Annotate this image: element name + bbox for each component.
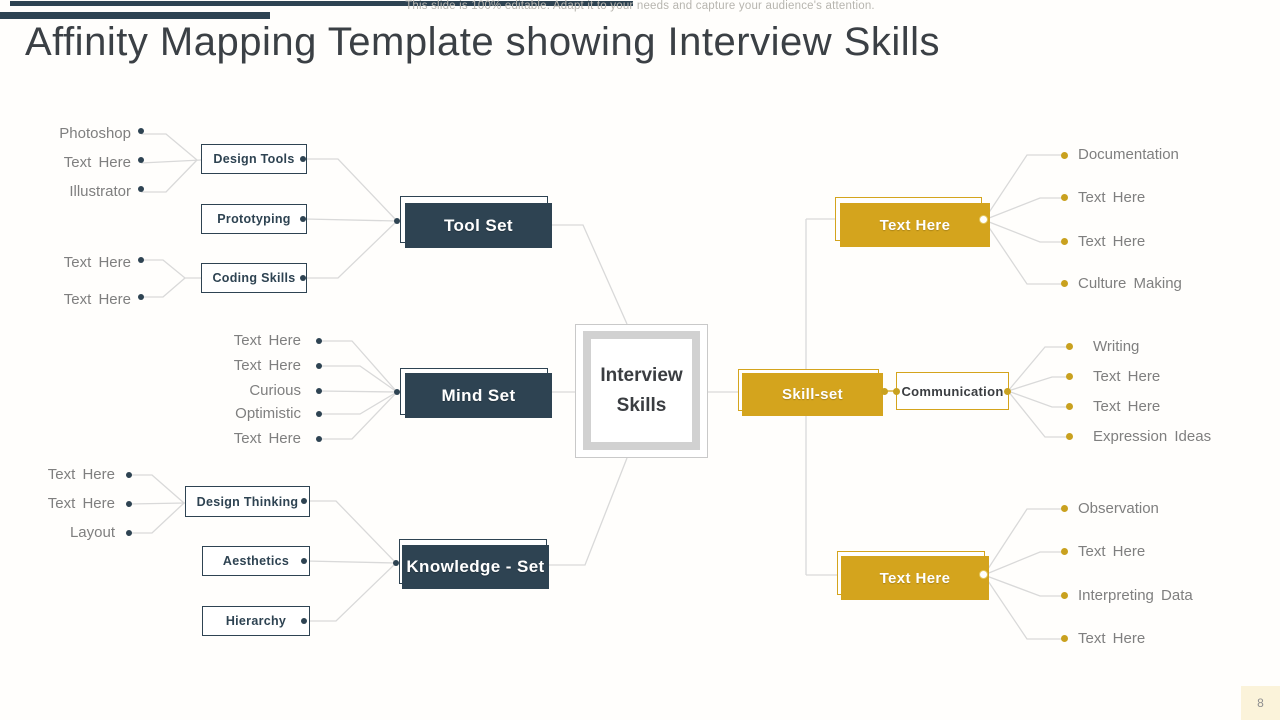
connector-dot (301, 498, 307, 504)
connector-dot (126, 472, 132, 478)
connector-dot (394, 218, 400, 224)
leaf-label: Text Here (63, 154, 131, 171)
leaf-label: Text Here (1078, 189, 1146, 206)
leaf-label: Curious (249, 382, 301, 399)
leaf-label: Text Here (1078, 543, 1146, 560)
node-label: Design Tools (213, 152, 295, 166)
connector-dot (1061, 280, 1068, 287)
connector-dot (1061, 548, 1068, 555)
node-right-top: Text Here (840, 203, 990, 247)
connector-dot (126, 530, 132, 536)
leaf-label: Layout (69, 524, 115, 541)
connector-dot (1061, 194, 1068, 201)
connector-dot (138, 157, 144, 163)
leaf-label: Observation (1078, 500, 1159, 517)
node-label: Text Here (879, 569, 951, 587)
connector-dot (1061, 635, 1068, 642)
leaf-label: Text Here (63, 291, 131, 308)
node-label: Knowledge - Set (406, 557, 545, 576)
connector-dot (138, 186, 144, 192)
node-communication: Communication (896, 372, 1009, 410)
connector-dot (138, 294, 144, 300)
connector-dot (126, 501, 132, 507)
center-label: Interview Skills (600, 365, 683, 416)
leaf-label: Text Here (1078, 233, 1146, 250)
connector-dot (300, 275, 306, 281)
connector-dot (893, 388, 900, 395)
leaf-label: Text Here (233, 332, 301, 349)
leaf-label: Writing (1093, 338, 1140, 355)
connector-dot (316, 363, 322, 369)
node-label: Communication (901, 383, 1004, 399)
connector-dot (1004, 388, 1011, 395)
connector-dot (138, 128, 144, 134)
page-number-badge: 8 (1241, 686, 1280, 720)
leaf-label: Text Here (233, 357, 301, 374)
node-tool-set: Tool Set (405, 203, 552, 248)
leaf-label: Illustrator (69, 183, 131, 200)
leaf-label: Text Here (1093, 368, 1161, 385)
header-accent-bar-top (10, 1, 633, 6)
connector-dot (316, 436, 322, 442)
node-label: Tool Set (444, 215, 513, 235)
node-label: Skill-set (781, 386, 844, 403)
leaf-label: Text Here (1093, 398, 1161, 415)
node-prototyping: Prototyping (201, 204, 307, 234)
leaf-label: Interpreting Data (1078, 587, 1193, 604)
node-aesthetics: Aesthetics (202, 546, 310, 576)
node-label: Coding Skills (212, 271, 296, 285)
leaf-label: Text Here (63, 254, 131, 271)
connector-dot (1066, 343, 1073, 350)
node-label: Prototyping (217, 212, 291, 226)
connector-dot (316, 411, 322, 417)
connector-dot (1066, 433, 1073, 440)
node-label: Design Thinking (196, 494, 299, 509)
node-coding-skills: Coding Skills (201, 263, 307, 293)
node-label: Aesthetics (222, 554, 290, 568)
connector-dot (1066, 373, 1073, 380)
footer-note: This slide is 100% editable. Adapt it to… (405, 0, 875, 12)
leaf-label: Photoshop (59, 125, 131, 142)
connector-dot (1061, 152, 1068, 159)
leaf-label: Text Here (47, 466, 115, 483)
connector-ring (979, 570, 988, 579)
node-skill-set: Skill-set (742, 373, 883, 416)
leaf-label: Optimistic (235, 405, 301, 422)
leaf-label: Text Here (47, 495, 115, 512)
node-right-bottom: Text Here (841, 556, 989, 600)
connector-dot (316, 338, 322, 344)
connector-dot (138, 257, 144, 263)
connector-dot (1061, 592, 1068, 599)
node-label: Mind Set (441, 385, 516, 405)
connector-ring (979, 215, 988, 224)
node-label: Hierarchy (225, 614, 287, 628)
connector-dot (881, 388, 888, 395)
connector-dot (1066, 403, 1073, 410)
center-node-interview-skills: Interview Skills (583, 331, 700, 450)
header-accent-bar-left (0, 12, 270, 19)
connector-dot (300, 216, 306, 222)
connector-dot (1061, 505, 1068, 512)
node-mind-set: Mind Set (405, 373, 552, 418)
page-title: Affinity Mapping Template showing Interv… (25, 20, 941, 64)
leaf-label: Documentation (1078, 146, 1179, 163)
connector-dot (300, 156, 306, 162)
node-design-tools: Design Tools (201, 144, 307, 174)
connector-dot (301, 618, 307, 624)
connector-dot (316, 388, 322, 394)
node-hierarchy: Hierarchy (202, 606, 310, 636)
leaf-label: Text Here (1078, 630, 1146, 647)
connector-dot (1061, 238, 1068, 245)
leaf-label: Text Here (233, 430, 301, 447)
page-number: 8 (1257, 696, 1264, 710)
leaf-label: Expression Ideas (1093, 428, 1212, 445)
connector-dot (301, 558, 307, 564)
node-knowledge-set: Knowledge - Set (402, 545, 549, 589)
connector-dot (394, 389, 400, 395)
node-label: Text Here (879, 216, 951, 234)
leaf-label: Culture Making (1078, 275, 1182, 292)
node-design-thinking: Design Thinking (185, 486, 310, 517)
connector-dot (393, 560, 399, 566)
